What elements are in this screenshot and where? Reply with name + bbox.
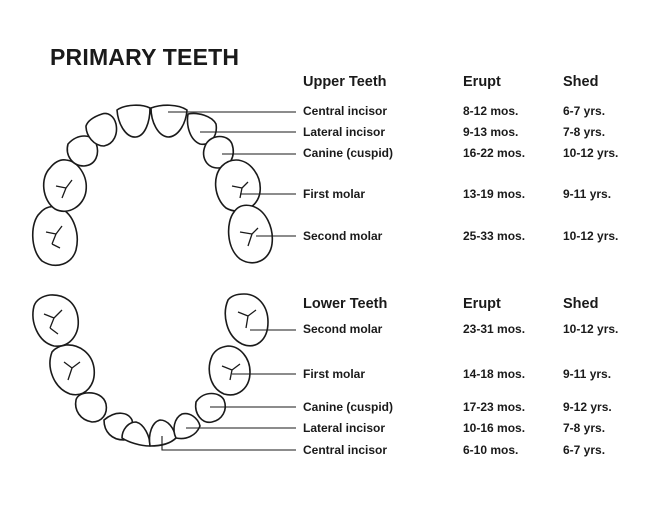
- upper-left-first-molar: [214, 159, 261, 212]
- upper-tooth-name: Second molar: [303, 229, 383, 243]
- upper-right-canine: [66, 135, 99, 167]
- lower-shed-heading: Shed: [563, 296, 599, 312]
- lower-tooth-name: Central incisor: [303, 443, 388, 457]
- lower-left-first-molar: [208, 345, 251, 396]
- upper-right-central-incisor: [116, 104, 151, 138]
- upper-erupt-value: 16-22 mos.: [463, 146, 526, 160]
- upper-erupt-heading: Erupt: [463, 74, 501, 90]
- lower-tooth-name: Lateral incisor: [303, 421, 386, 435]
- upper-erupt-value: 9-13 mos.: [463, 125, 519, 139]
- lower-tooth-name: Canine (cuspid): [303, 400, 394, 414]
- upper-shed-value: 10-12 yrs.: [563, 146, 619, 160]
- upper-left-central-incisor: [150, 104, 188, 138]
- lower-erupt-heading: Erupt: [463, 296, 501, 312]
- upper-shed-heading: Shed: [563, 74, 599, 90]
- lower-right-second-molar: [32, 294, 79, 347]
- upper-erupt-value: 13-19 mos.: [463, 187, 526, 201]
- leader-lines: [161, 111, 296, 451]
- lower-erupt-value: 10-16 mos.: [463, 421, 526, 435]
- lower-right-first-molar: [49, 344, 95, 396]
- lower-left-central-incisor: [148, 419, 177, 447]
- upper-right-first-molar: [42, 159, 88, 213]
- lower-left-second-molar: [224, 293, 269, 347]
- lower-left-lateral-incisor: [173, 412, 201, 440]
- upper-erupt-value: 25-33 mos.: [463, 229, 526, 243]
- lower-shed-value: 9-12 yrs.: [563, 400, 612, 414]
- lower-arch: [32, 293, 269, 447]
- lower-erupt-value: 17-23 mos.: [463, 400, 526, 414]
- lower-shed-value: 10-12 yrs.: [563, 322, 619, 336]
- lower-erupt-value: 6-10 mos.: [463, 443, 519, 457]
- lower-erupt-value: 14-18 mos.: [463, 367, 526, 381]
- page-title: PRIMARY TEETH: [50, 44, 240, 70]
- lower-shed-value: 9-11 yrs.: [563, 367, 612, 381]
- upper-tooth-name: Lateral incisor: [303, 125, 386, 139]
- upper-shed-value: 10-12 yrs.: [563, 229, 619, 243]
- upper-shed-value: 9-11 yrs.: [563, 187, 612, 201]
- upper-shed-value: 7-8 yrs.: [563, 125, 606, 139]
- upper-tooth-name: Central incisor: [303, 104, 388, 118]
- upper-right-lateral-incisor: [85, 112, 118, 147]
- upper-teeth-heading: Upper Teeth: [303, 74, 387, 90]
- lower-teeth-heading: Lower Teeth: [303, 296, 388, 312]
- lower-tooth-name: Second molar: [303, 322, 383, 336]
- lower-erupt-value: 23-31 mos.: [463, 322, 526, 336]
- lower-right-canine: [74, 392, 108, 423]
- upper-shed-value: 6-7 yrs.: [563, 104, 606, 118]
- upper-tooth-name: Canine (cuspid): [303, 146, 394, 160]
- lower-tooth-name: First molar: [303, 367, 366, 381]
- upper-erupt-value: 8-12 mos.: [463, 104, 519, 118]
- lower-shed-value: 6-7 yrs.: [563, 443, 606, 457]
- lower-left-canine: [194, 392, 227, 424]
- lower-shed-value: 7-8 yrs.: [563, 421, 606, 435]
- upper-tooth-name: First molar: [303, 187, 366, 201]
- lower-right-central-incisor: [121, 421, 151, 447]
